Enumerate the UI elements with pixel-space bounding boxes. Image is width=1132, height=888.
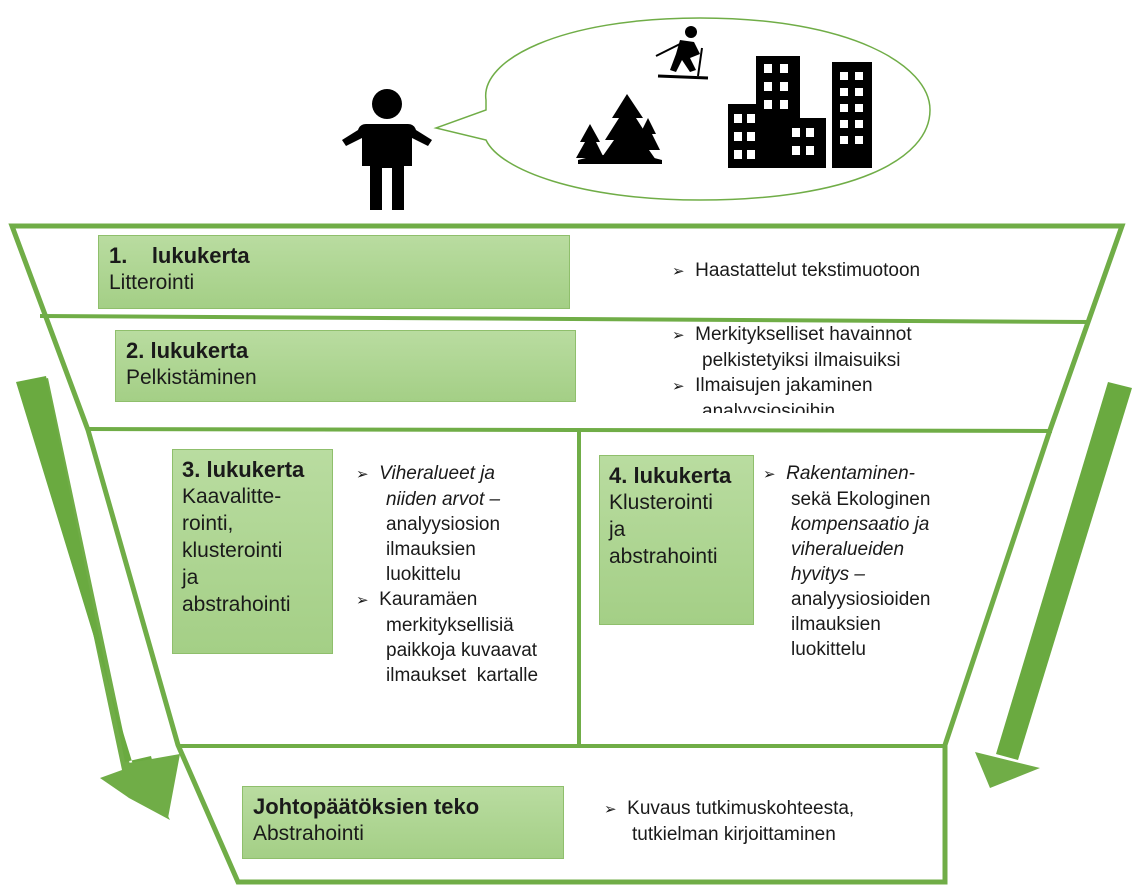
stage3-subtitle-2: rointi,: [182, 512, 234, 535]
bullet-icon: ➢: [356, 466, 369, 483]
bullet-icon: ➢: [763, 466, 776, 483]
stage2-bullet-1-text: Merkitykselliset havainnot: [695, 324, 912, 345]
stage3-bullet-2-line-1: ➢ Kauramäen: [356, 587, 576, 613]
stage4-subtitle-2: ja: [609, 518, 626, 541]
stage1-box: 1. lukukerta Litterointi: [98, 235, 570, 309]
stage3-subtitle-5: abstrahointi: [182, 593, 291, 616]
bullet-icon: ➢: [356, 592, 369, 609]
stage3-bullets: ➢ Viheralueet ja niiden arvot – analyysi…: [356, 461, 576, 688]
stage5-bullets: ➢ Kuvaus tutkimuskohteesta, tutkielman k…: [604, 796, 934, 847]
stage4-bullet-line-2: sekä Ekologinen: [763, 487, 973, 512]
stage5-bullet-text: Kuvaus tutkimuskohteesta,: [627, 798, 855, 819]
stage3-subtitle-4: ja: [182, 566, 199, 589]
bullet-icon: ➢: [672, 327, 685, 344]
stage3-bullet-2-line-3: paikkoja kuvaavat: [386, 640, 538, 661]
stage5-title: Johtopäätöksien teko: [253, 794, 480, 819]
stage4-bullet-line-3: kompensaatio ja: [791, 514, 930, 535]
stage2-bullet-2-text: Ilmaisujen jakaminen: [695, 375, 873, 396]
stage4-subtitle-1: Klusterointi: [609, 491, 713, 514]
stage3-bullet-1-line-3: analyysiosion: [386, 514, 501, 535]
stage3-bullet-1-line-2: niiden arvot –: [386, 489, 501, 510]
stage1-bullet: ➢ Haastattelut tekstimuotoon: [672, 258, 920, 284]
stage5-box: Johtopäätöksien teko Abstrahointi: [242, 786, 564, 859]
stage2-bullet-line-2: pelkistetyiksi ilmaisuiksi: [702, 350, 901, 371]
stage4-bullet-line-8: luokittelu: [791, 639, 866, 660]
stage1-bullet-text: Haastattelut tekstimuotoon: [695, 260, 921, 281]
stage3-bullet-2-line-4: ilmaukset kartalle: [386, 665, 539, 686]
stage3-title: 3. lukukerta: [182, 457, 305, 482]
stage1-title: lukukerta: [151, 243, 250, 268]
bullet-icon: ➢: [604, 801, 617, 818]
stage4-box: 4. lukukerta Klusterointi ja abstrahoint…: [599, 455, 754, 625]
bullet-icon: ➢: [672, 263, 685, 280]
bullet-icon: ➢: [672, 378, 685, 395]
skier-icon: [655, 26, 709, 80]
stage3-bullet-1-text: Viheralueet ja: [379, 463, 495, 484]
stage3-bullet-1-line-1: ➢ Viheralueet ja: [356, 461, 576, 487]
divider-2: [85, 427, 1053, 433]
stage4-bullet-line-5: hyvitys –: [791, 564, 865, 585]
stage5-bullet-line-2: tutkielman kirjoittaminen: [632, 824, 836, 845]
stage5-subtitle: Abstrahointi: [253, 822, 364, 845]
person-icon: [342, 89, 432, 210]
arrow-down-left-icon: [16, 376, 180, 820]
stage3-bullet-1-line-4: ilmauksien: [386, 539, 476, 560]
stage3-bullet-2-line-2: merkityksellisiä: [386, 615, 514, 636]
stage2-box: 2. lukukerta Pelkistäminen: [115, 330, 576, 402]
stage2-bullet-line-4: analyysiosioihin: [702, 401, 836, 413]
stage2-subtitle: Pelkistäminen: [126, 366, 257, 389]
stage4-bullet-line-2-text: sekä Ekologinen: [791, 489, 931, 510]
funnel-outline: [8, 223, 1126, 885]
buildings-icon: [728, 56, 872, 168]
stage3-subtitle-1: Kaavalitte-: [182, 485, 282, 508]
trees-icon: [576, 94, 662, 164]
stage4-title: 4. lukukerta: [609, 463, 732, 488]
stage3-bullet-1-line-5: luokittelu: [386, 564, 461, 585]
stage2-bullet-line-1: ➢ Merkitykselliset havainnot: [672, 322, 1012, 348]
stage4-bullet-line-1: ➢ Rakentaminen-: [763, 461, 973, 487]
stage4-bullets: ➢ Rakentaminen- sekä Ekologinen kompensa…: [763, 461, 973, 662]
stage4-bullet-line-7: ilmauksien: [791, 614, 881, 635]
stage1-subtitle: Litterointi: [109, 271, 195, 294]
stage2-title: 2. lukukerta: [126, 338, 249, 363]
stage4-bullet-line-4: viheralueiden: [791, 539, 905, 560]
divider-1: [39, 314, 1091, 324]
stage4-bullet-text: Rakentaminen-: [786, 463, 915, 484]
stage1-number: 1.: [109, 243, 128, 268]
stage4-bullet-line-6: analyysiosioiden: [791, 589, 931, 610]
stage2-bullets: ➢ Merkitykselliset havainnot pelkistetyi…: [672, 322, 1012, 413]
stage5-bullet-line-1: ➢ Kuvaus tutkimuskohteesta,: [604, 796, 934, 822]
stage4-subtitle-3: abstrahointi: [609, 545, 718, 568]
stage3-box: 3. lukukerta Kaavalitte- rointi, kluster…: [172, 449, 333, 654]
arrow-down-right-icon: [975, 382, 1132, 788]
stage2-bullet-line-3: ➢ Ilmaisujen jakaminen: [672, 373, 1012, 399]
stage3-subtitle-3: klusterointi: [182, 539, 283, 562]
stage3-bullet-2-text: Kauramäen: [379, 589, 478, 610]
